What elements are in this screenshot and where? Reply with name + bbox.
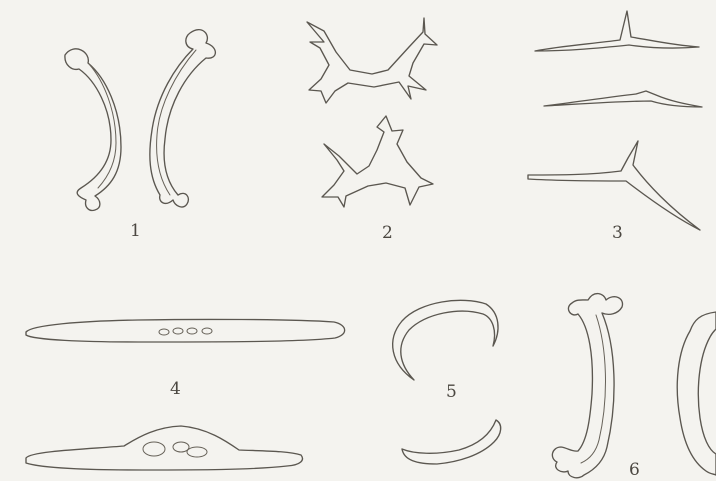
figure-1-right-inner [157,50,196,195]
figure-3-bottom-spicule [528,141,700,230]
figure-6-left-spicule [552,294,622,478]
figure-4-pore [187,447,207,457]
figure-2-lower-spicule [322,116,433,207]
figure-3-spicules: 3 [528,11,702,243]
figure-4-pore [202,328,212,334]
figure-4-lower-rod [26,426,302,470]
figure-5-label: 5 [446,382,457,402]
figure-1-label: 1 [130,221,141,241]
figure-4-spicules: 4 [26,319,345,470]
figure-5-spicules: 5 [393,300,501,464]
figure-2-upper-spicule [307,18,437,103]
figure-1-spicules: 1 [65,30,215,241]
figure-2-spicules: 2 [307,18,437,243]
figure-4-pore [143,442,165,456]
figure-4-upper-rod [26,319,345,342]
figure-4-pore [187,328,197,334]
figure-5-lower-hook [402,420,501,464]
figure-4-label: 4 [170,379,181,399]
figure-5-upper-hook [393,300,498,380]
figure-4-pore [173,442,189,452]
figure-3-middle-spicule [544,91,702,107]
figure-6-right-spicule [677,312,716,475]
figure-2-label: 2 [382,223,393,243]
figure-6-label: 6 [629,460,640,480]
figure-6-spicules: 6 [552,294,716,480]
figure-4-pore [159,329,169,335]
figure-4-pore [173,328,183,334]
figure-1-left-spicule [65,49,121,211]
figure-3-label: 3 [612,223,623,243]
figure-3-top-spicule [535,11,699,51]
